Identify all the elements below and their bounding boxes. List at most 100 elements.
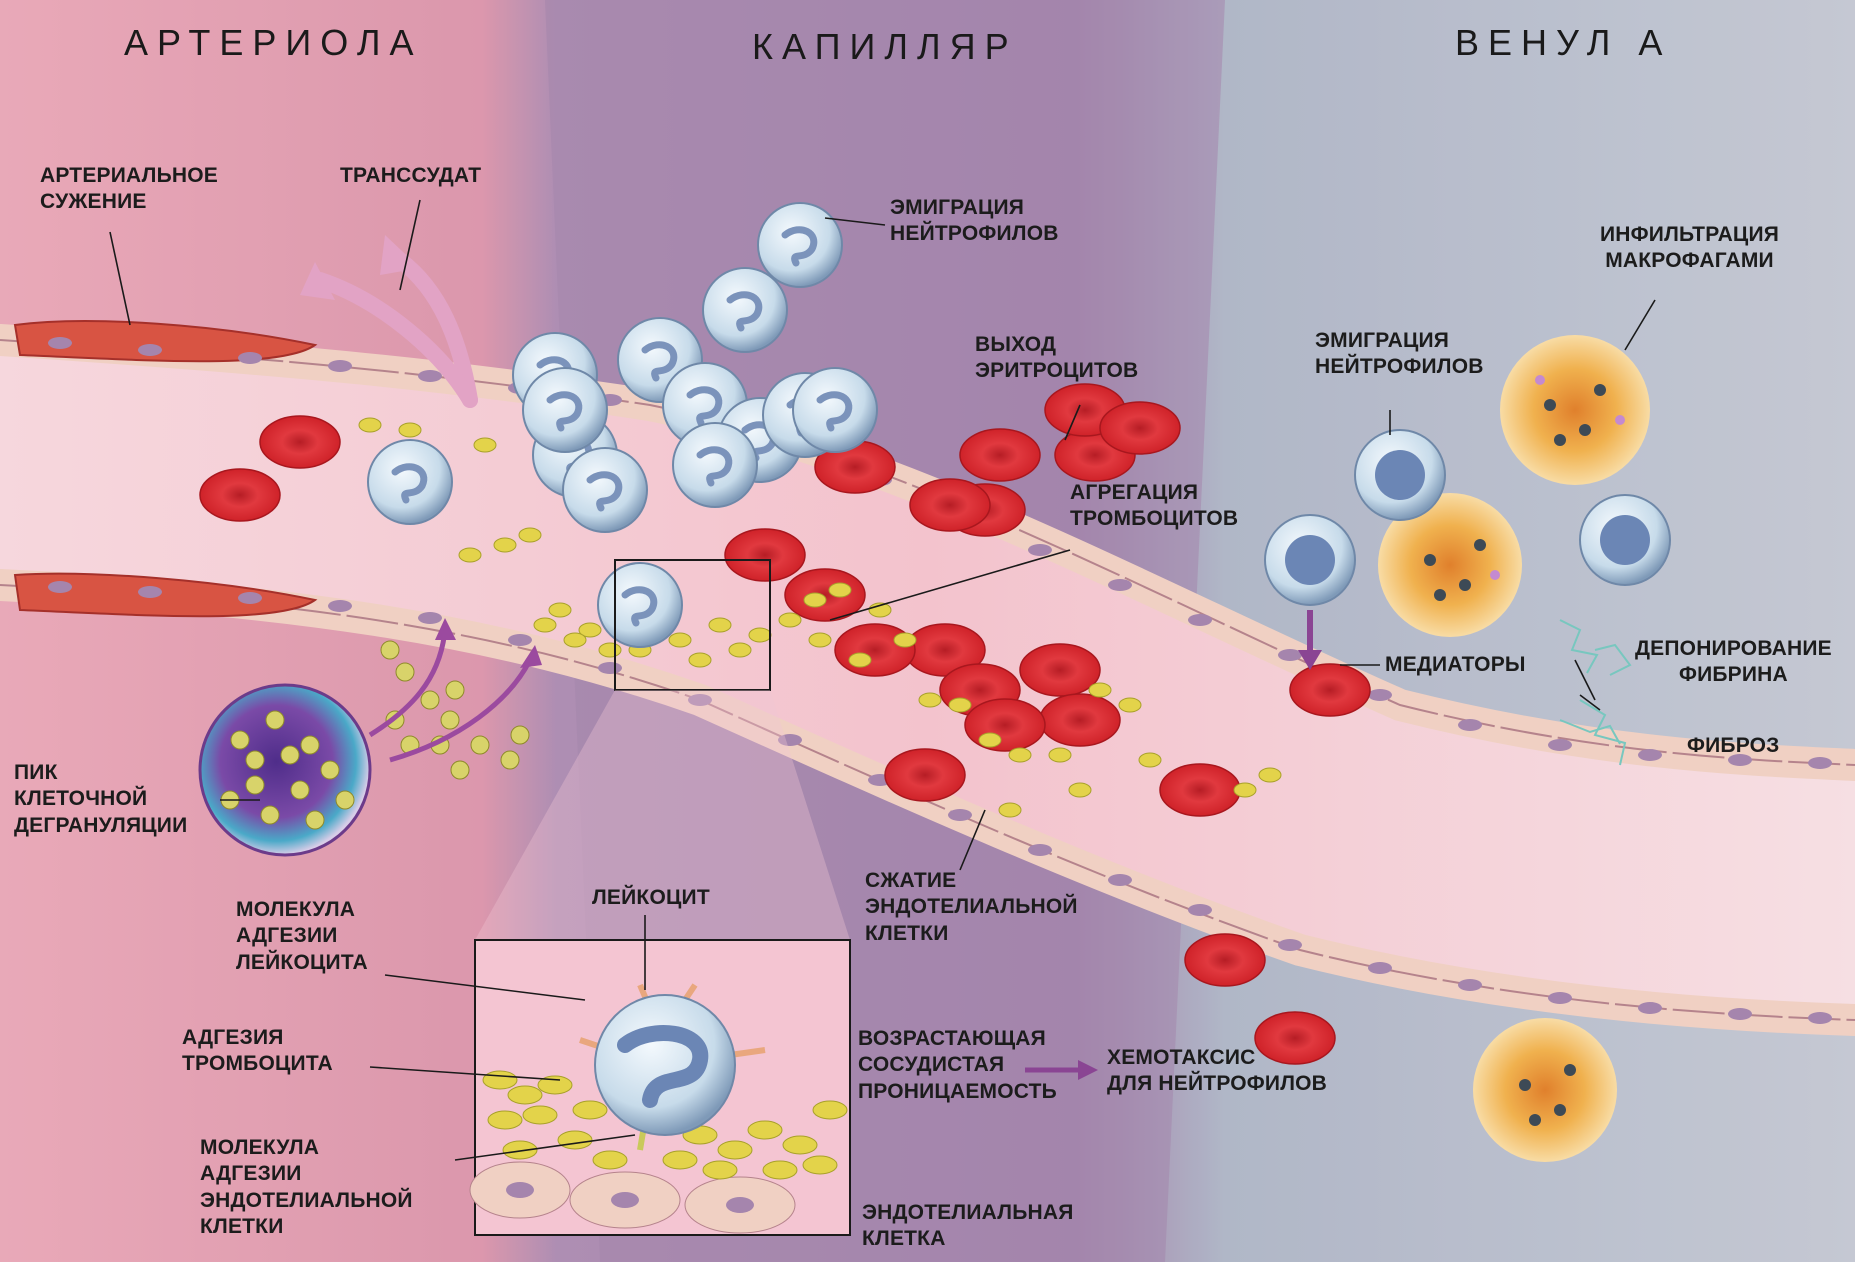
- platelet: [549, 603, 571, 617]
- platelet: [689, 653, 711, 667]
- granule: [246, 751, 264, 769]
- platelet: [748, 1121, 782, 1139]
- neutrophil: [703, 268, 787, 352]
- neutrophil: [1580, 495, 1670, 585]
- endothelial-nucleus: [1548, 739, 1572, 751]
- platelet: [709, 618, 731, 632]
- platelet: [1234, 783, 1256, 797]
- granule: [451, 761, 469, 779]
- endothelial-nucleus: [1638, 749, 1662, 761]
- arterial-narrowing-label: АРТЕРИАЛЬНОЕ СУЖЕНИЕ: [40, 163, 218, 216]
- platelet: [849, 653, 871, 667]
- red-blood-cell: [1160, 764, 1240, 816]
- neutrophil-emigration-label: ЭМИГРАЦИЯ НЕЙТРОФИЛОВ: [890, 195, 1059, 248]
- endothelial-contraction-label: СЖАТИЕ ЭНДОТЕЛИАЛЬНОЙ КЛЕТКИ: [865, 868, 1078, 947]
- granule: [291, 781, 309, 799]
- red-blood-cell: [1040, 694, 1120, 746]
- endothelial-nucleus: [598, 662, 622, 674]
- platelet: [783, 1136, 817, 1154]
- platelet: [1119, 698, 1141, 712]
- platelet: [573, 1101, 607, 1119]
- platelet: [669, 633, 691, 647]
- platelet: [749, 628, 771, 642]
- endothelial-adhesion-molecule-label: МОЛЕКУЛА АДГЕЗИИ ЭНДОТЕЛИАЛЬНОЙ КЛЕТКИ: [200, 1135, 413, 1241]
- endothelial-nucleus: [328, 360, 352, 372]
- endothelial-nucleus: [1368, 689, 1392, 701]
- endothelial-nucleus: [948, 809, 972, 821]
- platelet: [564, 633, 586, 647]
- endothelial-nucleus: [1188, 614, 1212, 626]
- red-blood-cell: [725, 529, 805, 581]
- endothelial-nucleus: [418, 370, 442, 382]
- endothelial-nucleus: [1458, 719, 1482, 731]
- granule: [246, 776, 264, 794]
- neutrophil: [523, 368, 607, 452]
- platelet: [508, 1086, 542, 1104]
- platelet: [949, 698, 971, 712]
- platelet: [1139, 753, 1161, 767]
- endothelial-nucleus: [238, 592, 262, 604]
- granule: [336, 791, 354, 809]
- platelet: [809, 633, 831, 647]
- granule: [471, 736, 489, 754]
- neutrophil: [673, 423, 757, 507]
- endothelial-cell-label: ЭНДОТЕЛИАЛЬНАЯ КЛЕТКА: [862, 1200, 1074, 1253]
- endothelial-nucleus: [1548, 992, 1572, 1004]
- platelet-aggregation-label: АГРЕГАЦИЯ ТРОМБОЦИТОВ: [1070, 480, 1238, 533]
- platelet: [829, 583, 851, 597]
- platelet: [999, 803, 1021, 817]
- endothelial-nucleus: [508, 634, 532, 646]
- leukocyte-adhesion-molecule-label: МОЛЕКУЛА АДГЕЗИИ ЛЕЙКОЦИТА: [236, 897, 368, 976]
- platelet: [399, 423, 421, 437]
- platelet: [474, 438, 496, 452]
- platelet: [523, 1106, 557, 1124]
- red-blood-cell: [1290, 664, 1370, 716]
- endothelial-nucleus: [1028, 544, 1052, 556]
- platelet-adhesion-label: АДГЕЗИЯ ТРОМБОЦИТА: [182, 1025, 333, 1078]
- platelet: [813, 1101, 847, 1119]
- platelet: [1259, 768, 1281, 782]
- endothelial-nucleus: [48, 337, 72, 349]
- endothelial-nucleus: [1368, 962, 1392, 974]
- platelet: [519, 528, 541, 542]
- platelet: [729, 643, 751, 657]
- red-blood-cell: [260, 416, 340, 468]
- neutrophil: [793, 368, 877, 452]
- erythrocyte-exit-label: ВЫХОД ЭРИТРОЦИТОВ: [975, 332, 1138, 385]
- endothelial-nucleus: [48, 581, 72, 593]
- platelet: [488, 1111, 522, 1129]
- granule: [421, 691, 439, 709]
- macrophage-infiltration-label: ИНФИЛЬТРАЦИЯ МАКРОФАГАМИ: [1600, 222, 1779, 275]
- platelet: [979, 733, 1001, 747]
- arteriole-header: АРТЕРИОЛА: [124, 22, 423, 64]
- granule: [266, 711, 284, 729]
- red-blood-cell: [200, 469, 280, 521]
- endothelial-nucleus: [328, 600, 352, 612]
- endothelial-nucleus: [1188, 904, 1212, 916]
- red-blood-cell: [885, 749, 965, 801]
- red-blood-cell: [965, 699, 1045, 751]
- neutrophil: [368, 440, 452, 524]
- neutrophil-emigration-label: ЭМИГРАЦИЯ НЕЙТРОФИЛОВ: [1315, 328, 1484, 381]
- platelet: [483, 1071, 517, 1089]
- platelet: [558, 1131, 592, 1149]
- red-blood-cell: [910, 479, 990, 531]
- platelet: [763, 1161, 797, 1179]
- macrophage: [1473, 1018, 1617, 1162]
- platelet: [1049, 748, 1071, 762]
- fibrin-deposition-label: ДЕПОНИРОВАНИЕ ФИБРИНА: [1635, 636, 1832, 689]
- platelet: [663, 1151, 697, 1169]
- platelet: [919, 693, 941, 707]
- granule: [321, 761, 339, 779]
- endothelial-nucleus: [1278, 649, 1302, 661]
- platelet: [534, 618, 556, 632]
- neutrophil: [758, 203, 842, 287]
- red-blood-cell: [1020, 644, 1100, 696]
- endothelial-nucleus: [1638, 1002, 1662, 1014]
- platelet: [1089, 683, 1111, 697]
- capillary-header: КАПИЛЛЯР: [752, 26, 1018, 68]
- platelet: [779, 613, 801, 627]
- granule: [396, 663, 414, 681]
- endothelial-nucleus: [1028, 844, 1052, 856]
- red-blood-cell: [835, 624, 915, 676]
